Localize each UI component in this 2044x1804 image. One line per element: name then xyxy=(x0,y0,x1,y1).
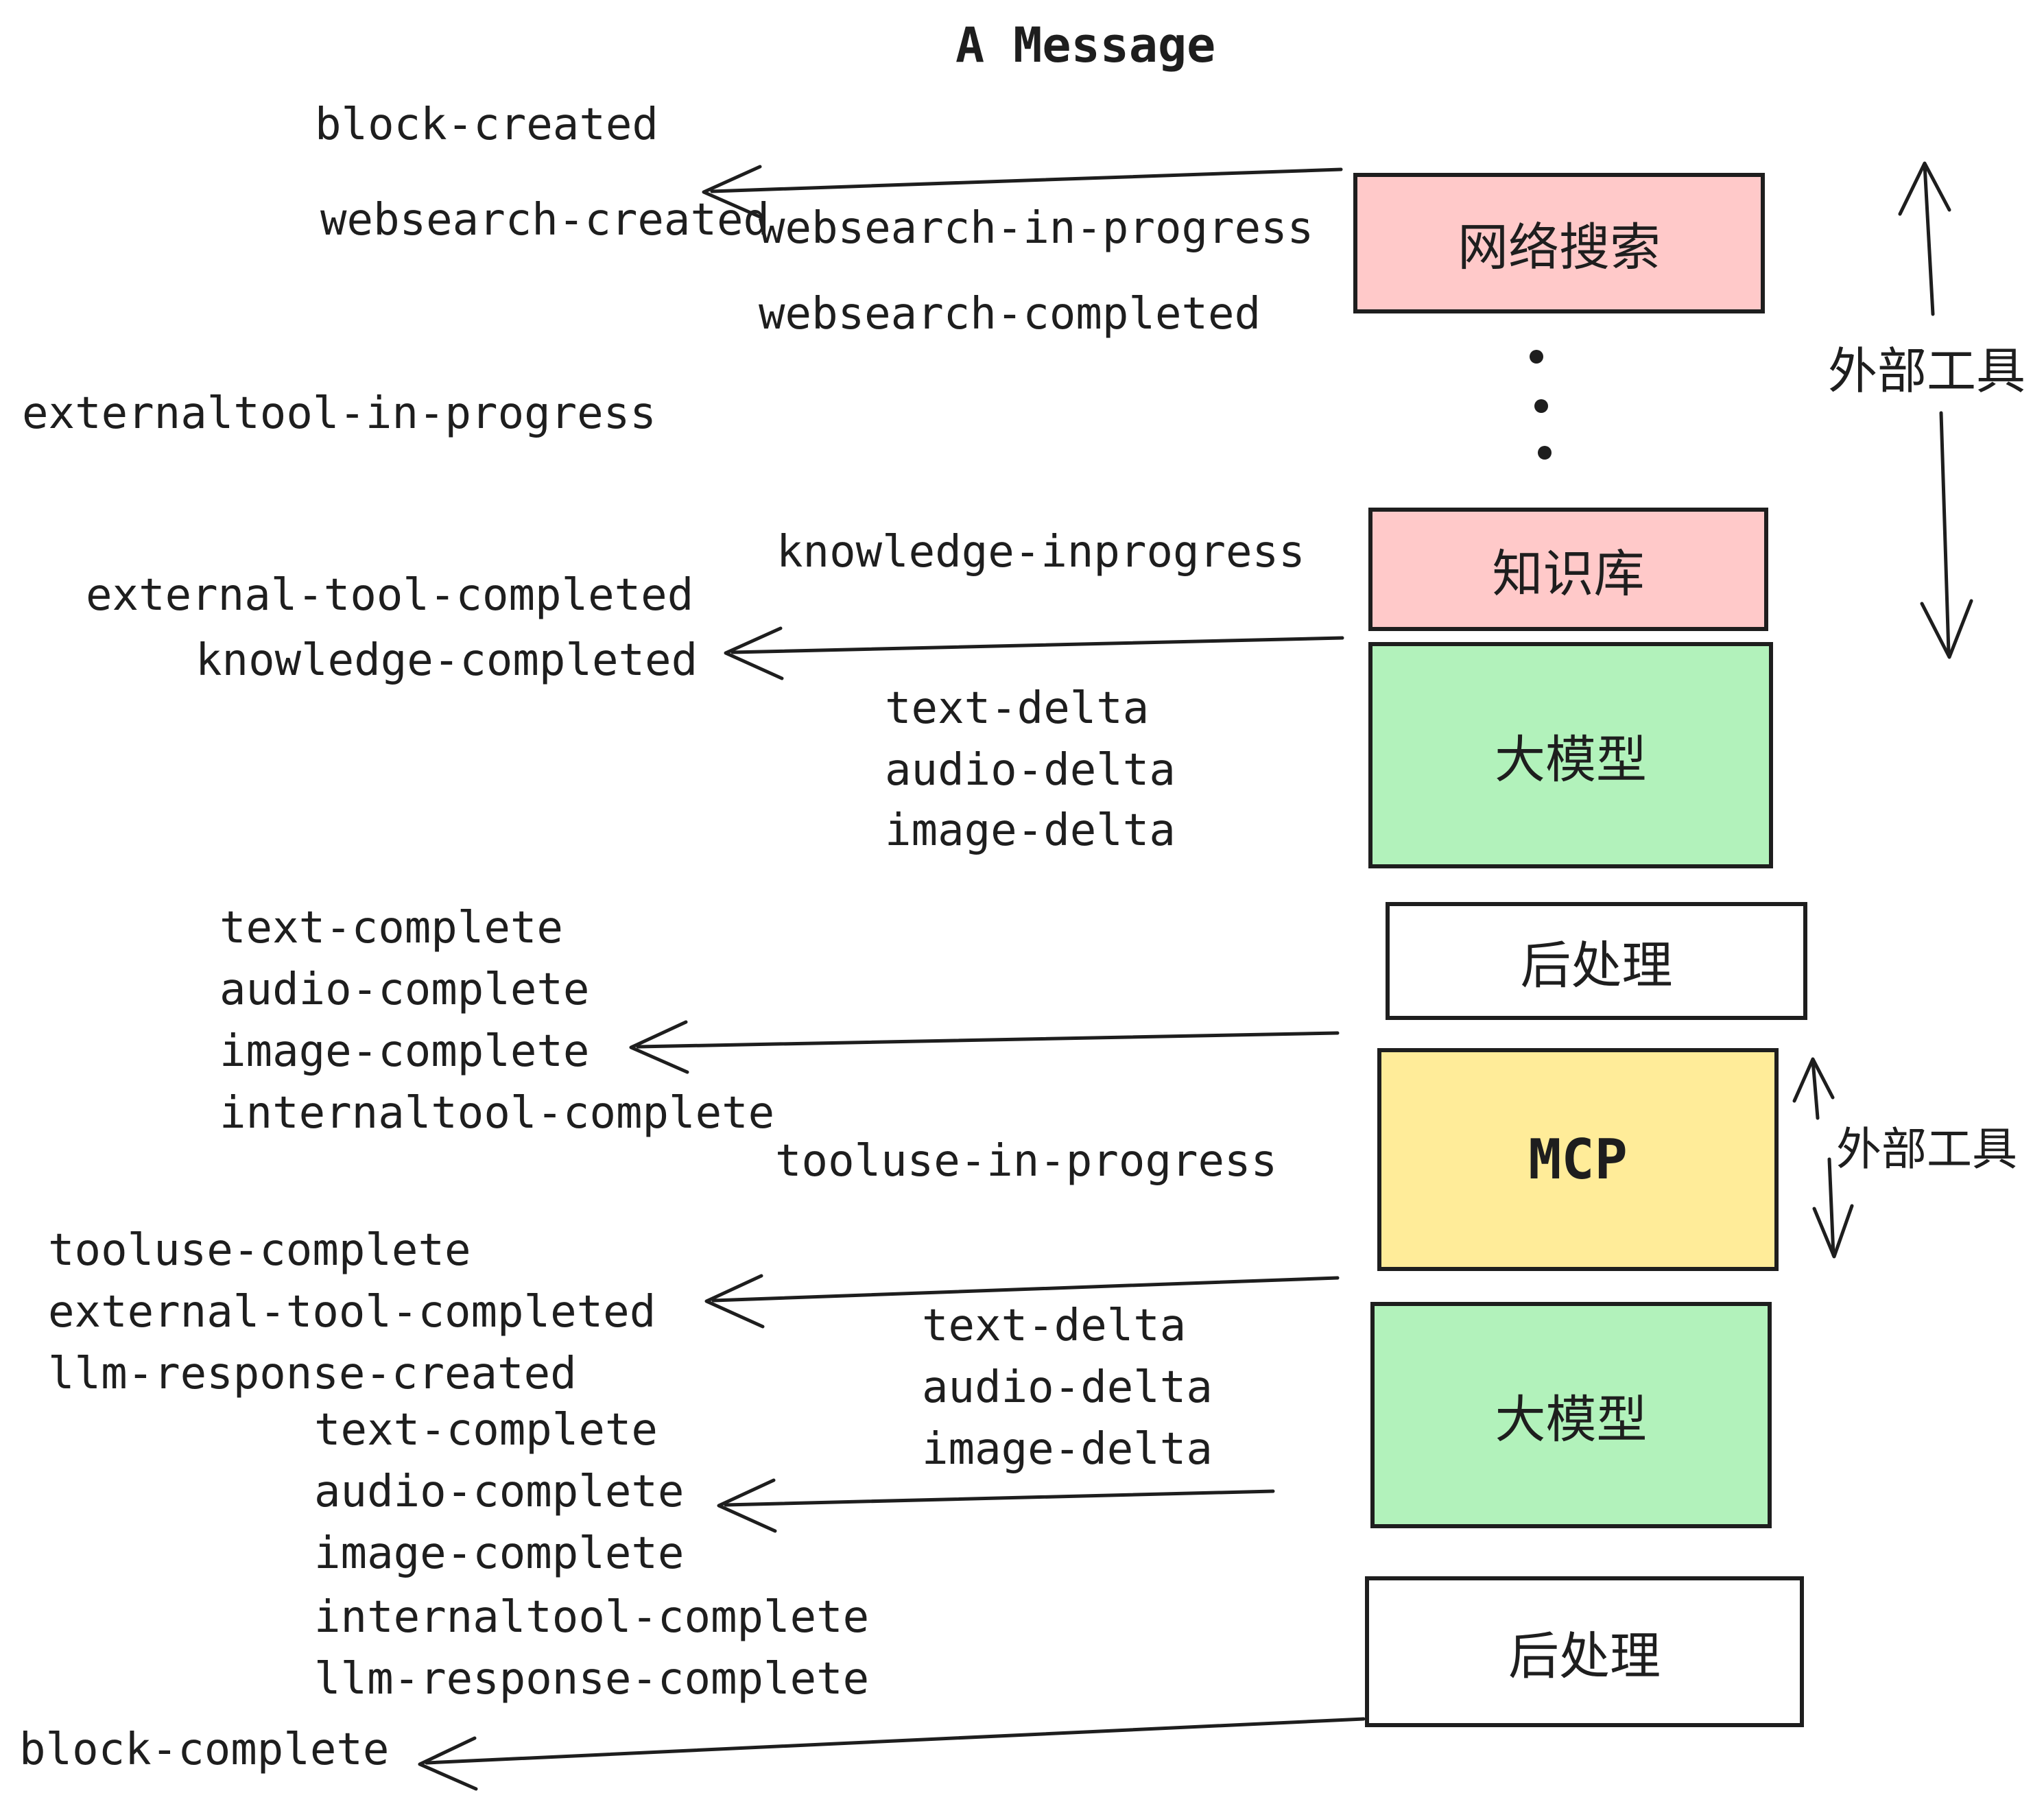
event-label-image-complete: image-complete xyxy=(219,1026,590,1077)
diagram-title: A Message xyxy=(955,17,1216,73)
event-label-knowledge-completed: knowledge-completed xyxy=(195,635,698,686)
box-postprocess-2-label: 后处理 xyxy=(1508,1626,1661,1686)
event-label-audio-complete-2: audio-complete xyxy=(314,1467,685,1517)
event-label-knowledge-inprogress: knowledge-inprogress xyxy=(776,527,1305,578)
event-label-internaltool-complete-2: internaltool-complete xyxy=(314,1592,870,1643)
event-label-externaltool-in-progress: externaltool-in-progress xyxy=(22,388,656,439)
event-label-websearch-in-progress: websearch-in-progress xyxy=(759,203,1314,254)
event-label-block-complete: block-complete xyxy=(19,1724,390,1775)
external-tools-arrow-down-top xyxy=(1920,411,1973,659)
event-label-websearch-created: websearch-created xyxy=(320,195,770,246)
box-llm-2: 大模型 xyxy=(1370,1302,1772,1528)
external-tools-arrow-up-top xyxy=(1898,161,1951,316)
arrow-to-block-complete xyxy=(418,1717,1366,1791)
box-postprocess-2: 后处理 xyxy=(1365,1576,1804,1727)
event-label-image-delta: image-delta xyxy=(885,805,1176,856)
external-tools-label-top: 外部工具 xyxy=(1828,342,2026,400)
box-knowledge-base: 知识库 xyxy=(1368,508,1768,631)
event-label-llm-response-created: llm-response-created xyxy=(48,1349,577,1399)
ellipsis-dots xyxy=(1530,350,1552,460)
event-label-text-complete-2: text-complete xyxy=(314,1405,658,1456)
box-mcp-label: MCP xyxy=(1528,1128,1628,1191)
event-label-internaltool-complete: internaltool-complete xyxy=(219,1088,775,1139)
arrow-to-audio-complete xyxy=(717,1478,1275,1533)
arrow-to-image-complete xyxy=(629,1020,1340,1074)
event-label-websearch-completed: websearch-completed xyxy=(759,289,1261,340)
event-label-external-tool-completed: external-tool-completed xyxy=(86,570,694,621)
event-label-block-created: block-created xyxy=(315,99,658,150)
event-label-image-delta-2: image-delta xyxy=(922,1424,1213,1475)
event-label-audio-delta: audio-delta xyxy=(885,745,1176,796)
box-mcp: MCP xyxy=(1377,1048,1779,1271)
box-web-search: 网络搜索 xyxy=(1353,173,1765,313)
event-label-tooluse-complete: tooluse-complete xyxy=(48,1225,471,1276)
event-label-audio-delta-2: audio-delta xyxy=(922,1362,1213,1413)
event-label-text-complete: text-complete xyxy=(219,903,563,953)
box-llm-1: 大模型 xyxy=(1368,642,1773,868)
box-llm-2-label: 大模型 xyxy=(1495,1390,1648,1449)
event-label-text-delta: text-delta xyxy=(885,683,1150,734)
event-label-llm-response-complete: llm-response-complete xyxy=(314,1654,870,1705)
box-postprocess-1-label: 后处理 xyxy=(1520,936,1673,995)
external-tools-label-bottom: 外部工具 xyxy=(1836,1123,2017,1176)
box-web-search-label: 网络搜索 xyxy=(1458,218,1661,277)
event-label-tooluse-in-progress: tooluse-in-progress xyxy=(775,1136,1278,1187)
arrow-to-knowledge-completed xyxy=(724,626,1344,680)
box-knowledge-base-label: 知识库 xyxy=(1492,544,1645,604)
external-tools-arrow-up-bottom xyxy=(1792,1057,1835,1120)
box-postprocess-1: 后处理 xyxy=(1386,902,1807,1020)
event-label-audio-complete: audio-complete xyxy=(219,964,590,1015)
event-label-image-complete-2: image-complete xyxy=(314,1528,685,1579)
box-llm-1-label: 大模型 xyxy=(1495,730,1647,790)
event-label-text-delta-2: text-delta xyxy=(922,1301,1187,1351)
event-label-external-tool-completed-2: external-tool-completed xyxy=(48,1287,656,1338)
